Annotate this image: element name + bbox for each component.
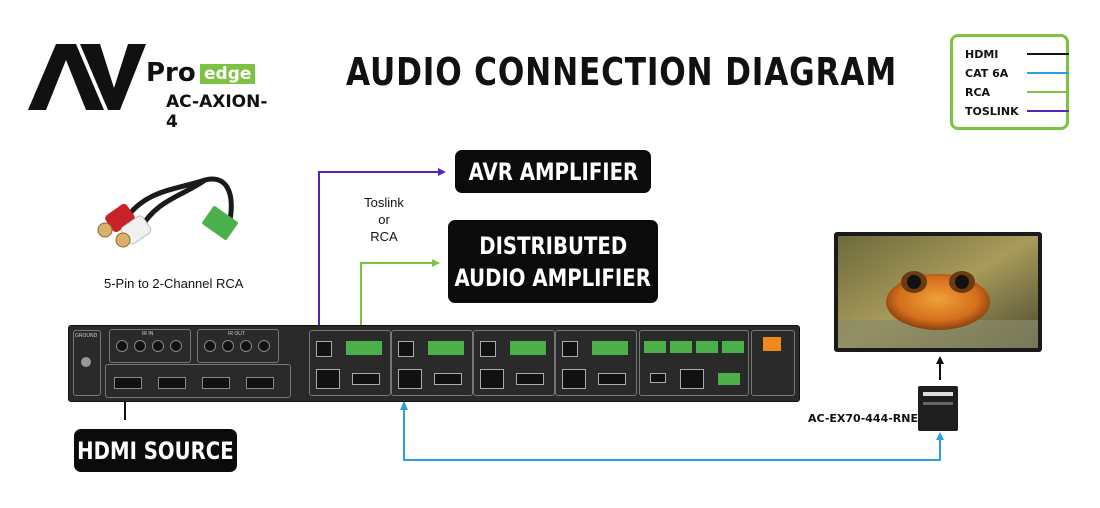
output-zone-1 <box>309 330 391 396</box>
hdmi-source-label: HDMI SOURCE <box>77 436 234 465</box>
av-logo-mark <box>28 44 146 110</box>
rs232-terminal <box>718 373 740 385</box>
output-zone-2 <box>391 330 473 396</box>
audio-terminal-1 <box>346 341 382 355</box>
cat6a-arrow-end <box>936 432 944 440</box>
toslink-arrow <box>438 168 446 176</box>
avr-amplifier-box: AVR AMPLIFIER <box>455 150 651 193</box>
usb-port <box>650 373 666 383</box>
output-zone-4 <box>555 330 637 396</box>
hdbt-port-1 <box>316 369 340 389</box>
ir-in-group: IR IN <box>109 329 191 363</box>
power-section <box>751 330 795 396</box>
tv-screen-frog-image <box>838 236 1038 348</box>
cat6a-line <box>403 402 941 461</box>
legend-swatch <box>1027 53 1069 55</box>
output-zone-3 <box>473 330 555 396</box>
control-section <box>639 330 749 396</box>
receiver-box <box>918 386 958 431</box>
distributed-audio-amplifier-box: DISTRIBUTED AUDIO AMPLIFIER <box>448 220 658 303</box>
hdmi-source-box: HDMI SOURCE <box>74 429 237 472</box>
rca-arrow <box>432 259 440 267</box>
power-connector <box>763 337 781 351</box>
cable-caption: 5-Pin to 2-Channel RCA <box>104 276 244 291</box>
brand-pro: Pro <box>146 58 196 88</box>
lan-port <box>680 369 704 389</box>
legend-item-cat6a: CAT 6A <box>965 64 1069 82</box>
rca-cable-illustration <box>97 176 238 248</box>
rca-line <box>360 262 432 332</box>
matrix-rear-panel: GROUND IR IN IR OUT <box>68 325 800 402</box>
spdif-port-1 <box>316 341 332 357</box>
diagram-title: AUDIO CONNECTION DIAGRAM <box>346 50 898 94</box>
toslink-line <box>318 171 438 332</box>
cat6a-arrow-up <box>400 401 408 410</box>
legend-item-toslink: TOSLINK <box>965 102 1069 120</box>
ir-out-group: IR OUT <box>197 329 279 363</box>
legend: HDMI CAT 6A RCA TOSLINK <box>950 34 1069 130</box>
hdmi-out-port-1 <box>352 373 380 385</box>
distributed-label-line2: AUDIO AMPLIFIER <box>454 263 652 292</box>
television <box>834 232 1042 352</box>
ground-section: GROUND <box>73 330 101 396</box>
receiver-model-label: AC-EX70-444-RNE <box>808 412 918 425</box>
model-name: AC-AXION-4 <box>166 92 268 132</box>
brand-edge: edge <box>200 64 256 84</box>
ground-screw-icon <box>81 357 91 367</box>
distributed-label-line1: DISTRIBUTED <box>479 231 627 260</box>
legend-item-hdmi: HDMI <box>965 45 1069 63</box>
legend-swatch <box>1027 91 1069 93</box>
hdmi-tv-arrow <box>936 356 944 364</box>
toslink-or-rca-note: Toslink or RCA <box>364 195 404 244</box>
avr-amplifier-label: AVR AMPLIFIER <box>468 157 638 186</box>
legend-item-rca: RCA <box>965 83 1069 101</box>
legend-swatch <box>1027 110 1069 112</box>
brand-logo: Pro edge AC-AXION-4 <box>28 40 278 132</box>
hdmi-input-group <box>105 364 291 398</box>
legend-swatch <box>1027 72 1069 74</box>
